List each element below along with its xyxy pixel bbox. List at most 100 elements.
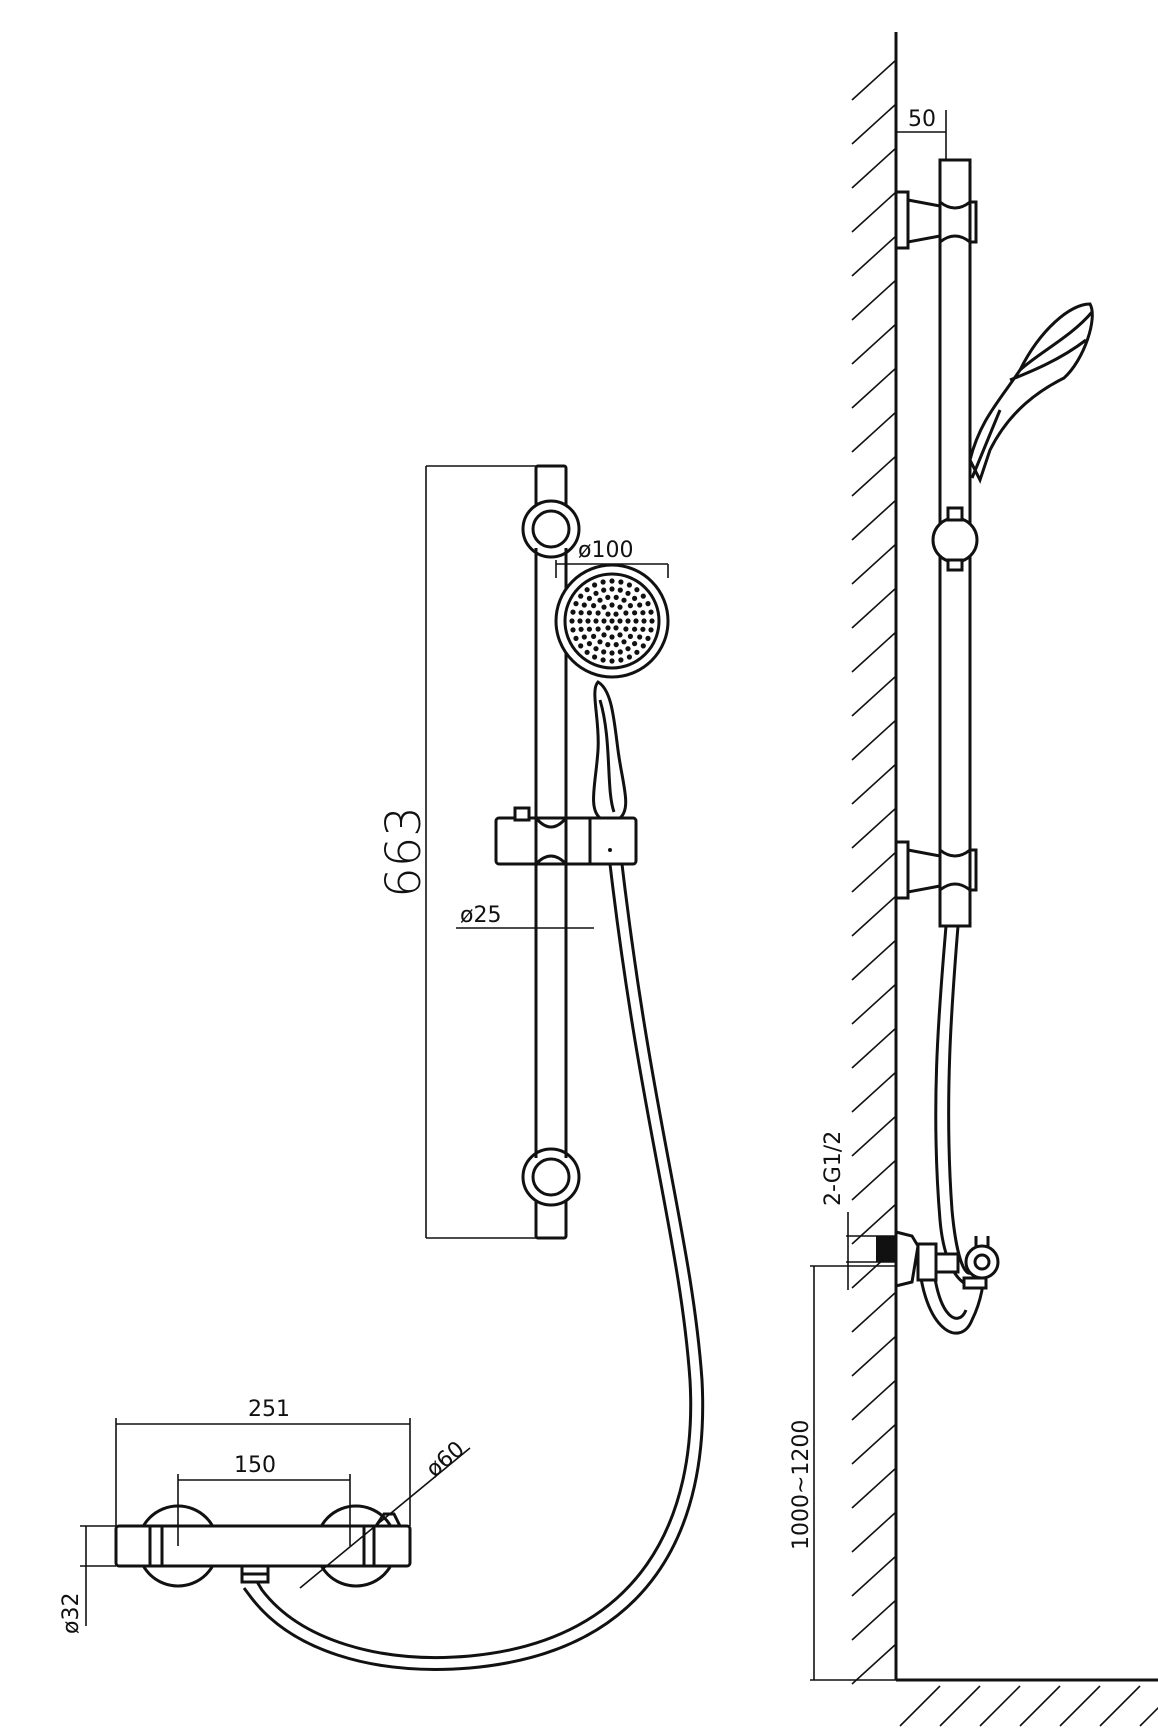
nozzle-dot [627, 633, 634, 640]
nozzle-dot [618, 657, 624, 663]
dimension-head-diameter: ø100 [555, 538, 669, 578]
nozzle-dot [597, 597, 603, 603]
wall-hatch-line [851, 455, 897, 497]
nozzle-dot [592, 654, 598, 660]
nozzle-dot [632, 595, 638, 602]
nozzle-dot [625, 646, 631, 652]
wall-hatch-line [851, 279, 897, 321]
dimension-centers: 150 [177, 1453, 351, 1546]
nozzle-dot [634, 649, 640, 655]
wall-hatch-line [851, 587, 897, 629]
wall-offset-label: 50 [908, 107, 936, 132]
nozzle-dot [640, 643, 646, 649]
nozzle-dot [609, 650, 615, 656]
floor-hatch-line [979, 1685, 1021, 1727]
wall-hatch-line [851, 367, 897, 409]
floor-hatching [899, 1685, 1158, 1727]
nozzle-dot [609, 602, 615, 608]
wall-hatch-line [851, 807, 897, 849]
nozzle-dot [621, 597, 627, 603]
floor-hatch-line [1059, 1685, 1101, 1727]
nozzle-dot [601, 649, 607, 655]
nozzle-dot [601, 587, 607, 593]
side-view-slide-bar [894, 158, 979, 928]
nozzle-dot [600, 579, 606, 585]
nozzle-dot [570, 609, 576, 615]
head-diameter-label: ø100 [578, 538, 633, 563]
nozzle-dot [645, 601, 651, 607]
wall-hatch-line [851, 1071, 897, 1113]
nozzle-dot [632, 610, 638, 616]
nozzle-dot [618, 579, 624, 585]
nozzle-dot [581, 602, 587, 608]
nozzle-dot [601, 632, 607, 638]
bar-diameter-label: ø25 [460, 903, 501, 928]
wall-hatch-line [851, 631, 897, 673]
nozzle-dot [578, 626, 584, 632]
nozzle-dot [577, 618, 583, 624]
nozzle-dot [609, 586, 615, 592]
wall-hatch-line [851, 499, 897, 541]
nozzle-dot [623, 610, 629, 616]
nozzle-dot [605, 611, 611, 617]
front-view-hose [242, 863, 705, 1671]
wall-hatch-line [851, 1335, 897, 1377]
floor-hatch-line [939, 1685, 981, 1727]
nozzle-dot [623, 626, 629, 632]
wall-hatch-line [851, 543, 897, 585]
wall-hatch-line [851, 1511, 897, 1553]
wall-hatch-line [851, 1159, 897, 1201]
wall-hatch-line [851, 1599, 897, 1641]
wall-hatch-line [851, 1027, 897, 1069]
wall-hatch-line [851, 103, 897, 145]
nozzle-dot [578, 593, 584, 599]
wall-hatch-line [851, 147, 897, 189]
nozzle-dot [648, 609, 654, 615]
nozzle-dot [605, 642, 611, 648]
wall-hatch-line [851, 939, 897, 981]
nozzle-dot [617, 587, 623, 593]
nozzle-dot [633, 618, 639, 624]
nozzle-dot [592, 582, 598, 588]
nozzle-dot [609, 658, 615, 664]
nozzle-dot [593, 646, 599, 652]
nozzle-dot [625, 590, 631, 596]
dimension-mixer-length: 251 [115, 1397, 411, 1526]
wall-hatch-line [851, 1291, 897, 1333]
nozzle-dot [641, 618, 647, 624]
nozzle-dot [640, 610, 646, 616]
bar-length-label: 663 [376, 806, 432, 898]
nozzle-dot [645, 635, 651, 642]
side-view-handset [968, 302, 1094, 484]
mount-height-label: 1000~1200 [789, 1420, 814, 1550]
nozzle-dot [605, 625, 611, 631]
nozzle-dot [609, 634, 615, 640]
wall-hatching [851, 59, 897, 1685]
nozzle-dot [609, 618, 615, 624]
shower-head-nozzles [569, 578, 655, 664]
wall-hatch-line [851, 323, 897, 365]
nozzle-dot [595, 610, 601, 616]
nozzle-dot [578, 643, 584, 649]
nozzle-dot [584, 587, 590, 593]
floor-hatch-line [1019, 1685, 1061, 1727]
nozzle-dot [584, 649, 590, 655]
nozzle-dot [621, 639, 627, 645]
nozzle-dot [634, 587, 640, 593]
wall-hatch-line [851, 983, 897, 1025]
nozzle-dot [632, 626, 638, 632]
wall-hatch-line [851, 1423, 897, 1465]
wall-hatch-line [851, 1379, 897, 1421]
wall-hatch-line [851, 235, 897, 277]
nozzle-dot [601, 618, 607, 624]
nozzle-dot [597, 639, 603, 645]
nozzle-dot [626, 654, 633, 660]
dimension-mount-height: 1000~1200 [789, 1265, 896, 1681]
nozzle-dot [573, 635, 579, 642]
nozzle-dot [605, 594, 611, 601]
nozzle-dot [586, 626, 593, 632]
nozzle-dot [640, 593, 646, 599]
wall-hatch-line [851, 895, 897, 937]
nozzle-dot [586, 595, 593, 602]
